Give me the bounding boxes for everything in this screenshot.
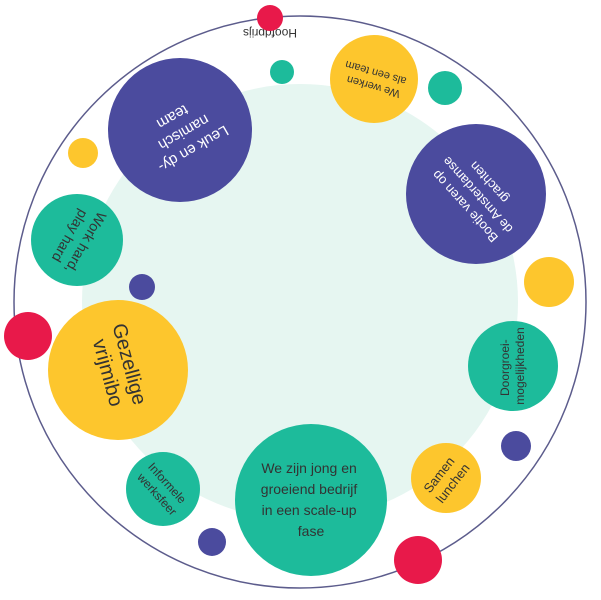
bubble-work-hard: Work hard, play hard	[31, 194, 123, 286]
bubble-jong-groeiend-text: We zijn jong en groeiend bedrijf in een …	[261, 460, 361, 539]
dot-red	[4, 312, 52, 360]
dot-teal	[270, 60, 294, 84]
bubble-gezellige-vrijmibo: Gezellige vrijmibo	[48, 300, 188, 440]
bubble-leuk-team: Leuk en dy- namisch team	[108, 58, 252, 202]
dot-yellow	[524, 257, 574, 307]
top-label: Hoofdprijs	[243, 26, 297, 40]
dot-yellow	[68, 138, 98, 168]
dot-teal	[428, 71, 462, 105]
bubble-bootje-varen: Bootje varen op de Amsterdamse grachten	[406, 124, 546, 264]
bubble-doorgroei: Doorgroei- mogelijkheden	[468, 321, 558, 411]
bubble-doorgroei-text: Doorgroei- mogelijkheden	[498, 327, 527, 404]
dot-red	[394, 536, 442, 584]
dot-purple	[198, 528, 226, 556]
dot-red	[257, 5, 283, 31]
bubble-samen-lunchen: Samen lunchen	[411, 443, 481, 513]
dot-purple	[501, 431, 531, 461]
bubble-informele-werksfeer: Informele werksfeer	[126, 452, 200, 526]
bubble-jong-groeiend: We zijn jong en groeiend bedrijf in een …	[235, 424, 387, 576]
bubble-we-werken: We werken als een team	[330, 35, 418, 123]
dot-purple	[129, 274, 155, 300]
